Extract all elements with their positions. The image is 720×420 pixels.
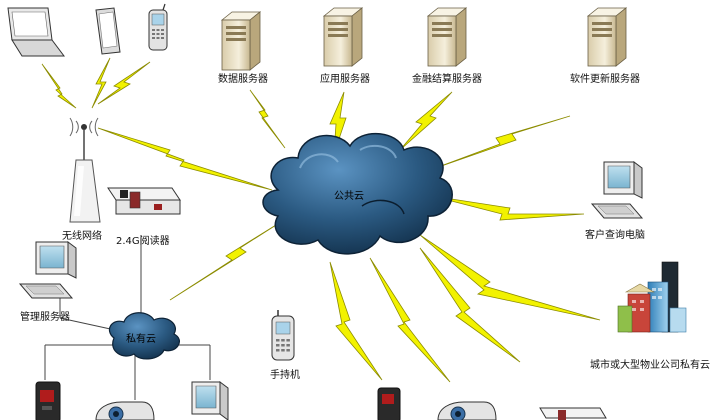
private-cloud: 私有云 <box>109 312 180 360</box>
desktop-pc-icon-bottom <box>191 381 229 420</box>
bolt-update-server <box>429 115 571 171</box>
mgmt-server-label: 管理服务器 <box>20 310 70 323</box>
bolt-city <box>419 234 601 321</box>
server-icon-finance <box>426 7 468 67</box>
card-terminal-icon-mid <box>377 387 401 420</box>
data-server-label: 数据服务器 <box>218 72 268 85</box>
wireless-network-label: 无线网络 <box>62 229 102 242</box>
public-cloud: 公共云 <box>262 132 453 255</box>
bolt-antenna-cloud <box>97 127 273 191</box>
mgmt-server-pc-icon <box>18 241 77 299</box>
wireless-links <box>41 57 601 383</box>
handheld-label: 手持机 <box>270 368 300 381</box>
mobile-phone-icon <box>148 3 168 51</box>
tablet-icon <box>95 7 121 55</box>
laptop-icon <box>7 7 65 57</box>
city-buildings-icon <box>617 261 687 333</box>
update-server-label: 软件更新服务器 <box>570 72 640 85</box>
reader-device-icon-bottom <box>539 407 607 420</box>
server-icon-data <box>220 11 262 71</box>
bolt-laptop <box>41 63 77 109</box>
client-pc-icon <box>590 161 644 219</box>
private-cloud-label: 私有云 <box>126 332 156 345</box>
bolt-bottom-2 <box>369 257 451 383</box>
server-icon-update <box>586 7 628 67</box>
finance-server-label: 金融结算服务器 <box>412 72 482 85</box>
reader-24g-label: 2.4G阅读器 <box>116 234 170 247</box>
city-private-cloud-label: 城市或大型物业公司私有云 <box>590 358 710 371</box>
server-icon-app <box>322 7 364 67</box>
public-cloud-label: 公共云 <box>334 190 364 202</box>
bolt-data-server <box>249 89 286 149</box>
handheld-device-icon <box>271 310 295 361</box>
reader-device-icon <box>107 187 181 215</box>
bolt-mgmt <box>169 219 285 301</box>
bolt-phone <box>97 61 151 105</box>
bolt-tablet <box>91 57 111 109</box>
client-pc-label: 客户查询电脑 <box>585 228 645 241</box>
app-server-label: 应用服务器 <box>320 72 370 85</box>
camera-device-icon-left <box>95 401 155 420</box>
camera-device-icon-mid <box>437 401 497 420</box>
bolt-bottom-3 <box>419 247 521 363</box>
bolt-finance-server <box>399 91 453 151</box>
card-terminal-icon-left <box>35 381 61 420</box>
bolt-client-pc <box>431 195 585 221</box>
bolt-bottom-1 <box>329 261 383 381</box>
wireless-antenna-icon <box>69 117 101 223</box>
